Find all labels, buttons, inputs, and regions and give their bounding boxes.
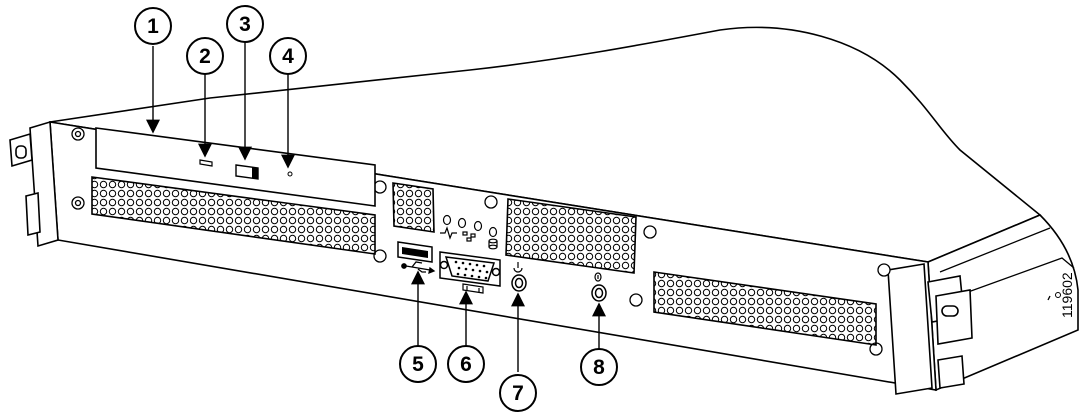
vent-grilles <box>91 176 877 346</box>
disk-activity-icon <box>488 238 498 250</box>
network-link-icon <box>462 231 476 242</box>
left-rack-ear <box>9 120 59 248</box>
callout-1: 1 <box>147 15 159 38</box>
reset-icon <box>594 272 602 282</box>
callout-6: 6 <box>460 353 472 376</box>
chassis-side <box>927 214 1079 392</box>
status-leds <box>442 214 498 238</box>
bay-led <box>199 159 213 167</box>
bay-pinhole <box>287 171 293 177</box>
reset-button <box>591 284 607 302</box>
video-port-icon <box>462 283 484 294</box>
option-bay <box>95 127 376 207</box>
callout-3: 3 <box>239 13 251 36</box>
right-rack-ear <box>887 263 973 395</box>
network-activity-icon <box>440 226 457 240</box>
usb-port <box>397 241 433 263</box>
video-pins <box>454 260 489 280</box>
power-button <box>511 274 527 292</box>
panel-screws <box>71 127 891 356</box>
callout-8: 8 <box>593 356 605 379</box>
callout-4: 4 <box>282 45 294 68</box>
leader-lines <box>146 41 606 372</box>
chassis-top <box>49 26 1042 263</box>
callout-2: 2 <box>199 45 211 68</box>
callout-7: 7 <box>512 382 524 405</box>
callout-circles <box>134 5 618 412</box>
callout-5: 5 <box>412 353 424 376</box>
figure-id: 119602 <box>1059 272 1075 318</box>
power-icon <box>513 262 523 273</box>
